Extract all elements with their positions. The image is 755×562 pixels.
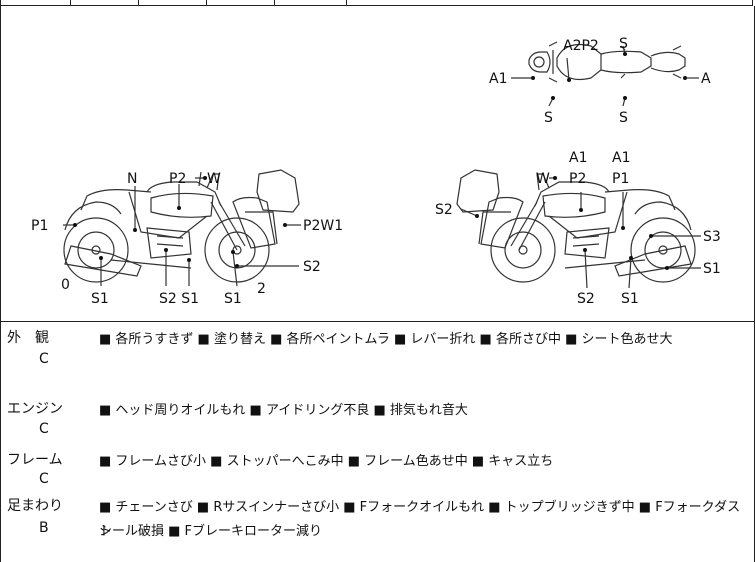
row-remarks: ■ 各所うすきず ■ 塗り替え ■ 各所ペイントムラ ■ レバー折れ ■ 各所さ… bbox=[99, 332, 673, 347]
label-s-top: S bbox=[619, 36, 628, 52]
label-a1-top: A1 bbox=[489, 71, 507, 87]
label-s1-right-bottom: S1 bbox=[621, 291, 639, 307]
label-s2-right-left: S2 bbox=[435, 202, 453, 218]
row-grade: C bbox=[39, 471, 49, 487]
row-grade: C bbox=[39, 351, 49, 367]
label-w-left: W bbox=[207, 171, 221, 187]
row-remarks-continued: シール破損 ■ Fブレーキローター減り bbox=[99, 524, 323, 539]
label-two: 2 bbox=[257, 281, 266, 297]
row-category: フレーム bbox=[7, 452, 63, 468]
label-a-top: A bbox=[701, 71, 711, 87]
row-category: 足まわり bbox=[7, 498, 63, 514]
label-n: N bbox=[127, 171, 137, 187]
row-grade: B bbox=[39, 520, 49, 536]
label-s1-left-b: S1 bbox=[224, 291, 242, 307]
label-a2p2: A2P2 bbox=[563, 38, 599, 54]
leader-lines bbox=[63, 45, 701, 289]
label-zero: 0 bbox=[61, 277, 70, 293]
label-p2-right: P2 bbox=[569, 171, 586, 187]
label-s1-right: S1 bbox=[703, 261, 721, 277]
label-s-bottom-left: S bbox=[544, 110, 553, 126]
inspection-row-frame: フレーム C ■ フレームさび小 ■ ストッパーへこみ中 ■ フレーム色あせ中 … bbox=[0, 444, 755, 491]
label-s2-left-right: S2 bbox=[303, 259, 321, 275]
row-remarks: ■ フレームさび小 ■ ストッパーへこみ中 ■ フレーム色あせ中 ■ キャス立ち bbox=[99, 454, 554, 469]
right-view-motorcycle bbox=[456, 169, 696, 283]
top-view-motorcycle bbox=[528, 41, 686, 83]
label-s1-left-a: S1 bbox=[91, 291, 109, 307]
inspection-row-engine: エンジン C ■ ヘッド周りオイルもれ ■ アイドリング不良 ■ 排気もれ音大 bbox=[0, 393, 755, 445]
label-w-right: W bbox=[536, 171, 550, 187]
label-a1-right-a: A1 bbox=[569, 150, 587, 166]
label-a1-right-b: A1 bbox=[612, 150, 630, 166]
inspection-row-suspension: 足まわり B ■ チェーンさび ■ Rサスインナーさび小 ■ Fフォークオイルも… bbox=[0, 490, 755, 562]
row-remarks: ■ ヘッド周りオイルもれ ■ アイドリング不良 ■ 排気もれ音大 bbox=[99, 403, 468, 418]
label-s2-right-bottom: S2 bbox=[577, 291, 595, 307]
label-p2w1: P2W1 bbox=[303, 218, 343, 234]
label-p1-left: P1 bbox=[31, 218, 48, 234]
label-s3: S3 bbox=[703, 229, 721, 245]
row-remarks: ■ チェーンさび ■ Rサスインナーさび小 ■ Fフォークオイルもれ ■ トップ… bbox=[99, 500, 741, 539]
label-s2s1-left: S2 S1 bbox=[159, 291, 199, 307]
row-grade: C bbox=[39, 421, 49, 437]
label-p2-left: P2 bbox=[169, 171, 186, 187]
top-table-edge bbox=[0, 0, 753, 6]
label-p1-right: P1 bbox=[612, 171, 629, 187]
inspection-row-exterior: 外 観 C ■ 各所うすきず ■ 塗り替え ■ 各所ペイントムラ ■ レバー折れ… bbox=[0, 322, 755, 394]
row-category: 外 観 bbox=[7, 330, 49, 346]
label-s-bottom-right: S bbox=[619, 110, 628, 126]
damage-diagram: A2P2 S A1 A S S N P2 W P1 P2W1 S2 0 S1 S… bbox=[0, 6, 755, 322]
row-category: エンジン bbox=[7, 401, 63, 417]
